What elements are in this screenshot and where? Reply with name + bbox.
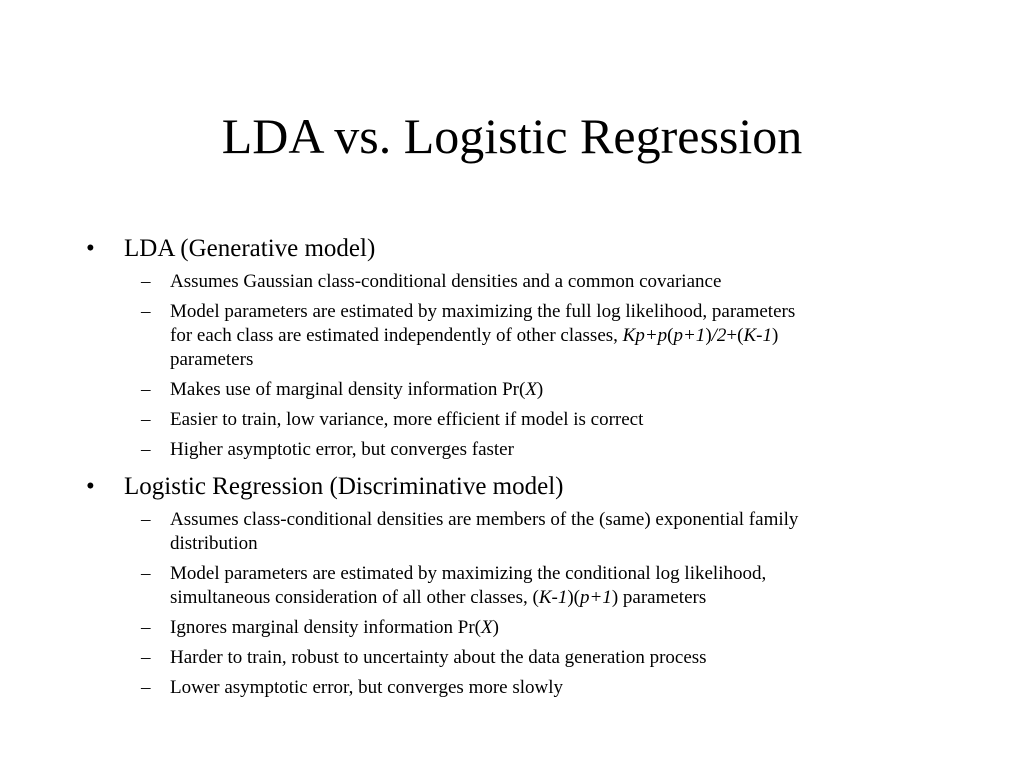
lda-subitem-2-line-1: Model parameters are estimated by maximi… xyxy=(170,301,796,322)
lda-param-div: /2 xyxy=(711,325,727,346)
lda-subitem-1: – Assumes Gaussian class-conditional den… xyxy=(0,270,940,294)
logistic-subitem-2-parameters: parameters xyxy=(618,587,707,608)
bullet-lda: • LDA (Generative model) – Assumes Gauss… xyxy=(0,232,1024,462)
bullet-marker: • xyxy=(86,473,95,500)
sub-marker: – xyxy=(141,677,151,698)
logistic-subitems: – Assumes class-conditional densities ar… xyxy=(0,508,1024,700)
lda-param-plus: + xyxy=(726,325,738,346)
lda-param-k1: K-1 xyxy=(743,325,772,346)
logistic-marginal-x: X xyxy=(480,617,493,638)
bullet-row-lda: • LDA (Generative model) xyxy=(0,232,1024,266)
sub-marker: – xyxy=(141,271,151,292)
logistic-subitem-4: – Harder to train, robust to uncertainty… xyxy=(0,646,940,670)
sub-marker: – xyxy=(141,617,151,638)
lda-param-p1: p+1 xyxy=(673,325,706,346)
logistic-subitem-3-line: Ignores marginal density information Pr(… xyxy=(170,616,940,640)
lda-subitems: – Assumes Gaussian class-conditional den… xyxy=(0,270,1024,462)
lda-param-open1: ( xyxy=(667,325,674,346)
lda-param-close1: ) xyxy=(705,325,712,346)
sub-marker: – xyxy=(141,509,151,530)
lda-subitem-2: – Model parameters are estimated by maxi… xyxy=(0,300,940,372)
bullet-label-lda: LDA (Generative model) xyxy=(124,235,376,262)
logistic-param-open1: ( xyxy=(532,587,539,608)
lda-param-open2: ( xyxy=(737,325,744,346)
bullet-row-logistic-regression: • Logistic Regression (Discriminative mo… xyxy=(0,470,1024,504)
lda-subitem-1-text: Assumes Gaussian class-conditional densi… xyxy=(170,271,722,292)
lda-subitem-5: – Higher asymptotic error, but converges… xyxy=(0,438,940,462)
lda-param-kp: Kp+p xyxy=(622,325,668,346)
logistic-subitem-4-text: Harder to train, robust to uncertainty a… xyxy=(170,647,707,668)
logistic-param-k1: K-1 xyxy=(538,587,568,608)
logistic-subitem-5: – Lower asymptotic error, but converges … xyxy=(0,676,940,700)
sub-marker: – xyxy=(141,409,151,430)
lda-subitem-4-text: Easier to train, low variance, more effi… xyxy=(170,409,644,430)
slide-content: • LDA (Generative model) – Assumes Gauss… xyxy=(0,224,1024,706)
logistic-subitem-2: – Model parameters are estimated by maxi… xyxy=(0,562,940,610)
logistic-subitem-2-line-2-text: simultaneous consideration of all other … xyxy=(170,587,533,608)
lda-param-close2: ) xyxy=(771,325,779,346)
logistic-subitem-2-line-2: simultaneous consideration of all other … xyxy=(170,586,940,610)
sub-marker: – xyxy=(141,379,151,400)
logistic-param-open2: ( xyxy=(573,587,580,608)
slide-title: LDA vs. Logistic Regression xyxy=(221,108,803,164)
logistic-subitem-2-line-1: Model parameters are estimated by maximi… xyxy=(170,563,767,584)
sub-marker: – xyxy=(141,563,151,584)
lda-subitem-3-text: Makes use of marginal density informatio… xyxy=(170,379,526,400)
lda-subitem-3: – Makes use of marginal density informat… xyxy=(0,378,940,402)
lda-subitem-5-text: Higher asymptotic error, but converges f… xyxy=(170,439,514,460)
logistic-subitem-3-text: Ignores marginal density information Pr( xyxy=(170,617,481,638)
logistic-param-close2: ) xyxy=(611,587,619,608)
logistic-param-close1: ) xyxy=(567,587,574,608)
bullet-marker: • xyxy=(86,235,95,262)
lda-subitem-2-line-2-text: for each class are estimated independent… xyxy=(170,325,623,346)
sub-marker: – xyxy=(141,301,151,322)
sub-marker: – xyxy=(141,439,151,460)
lda-subitem-2-line-3: parameters xyxy=(170,349,254,370)
logistic-subitem-1-line-1: Assumes class-conditional densities are … xyxy=(170,509,799,530)
logistic-subitem-3: – Ignores marginal density information P… xyxy=(0,616,940,640)
logistic-subitem-1-line-2: distribution xyxy=(170,533,258,554)
lda-marginal-close: ) xyxy=(536,379,544,400)
logistic-subitem-1: – Assumes class-conditional densities ar… xyxy=(0,508,940,556)
logistic-marginal-close: ) xyxy=(492,617,499,638)
logistic-param-p1: p+1 xyxy=(579,587,612,608)
bullet-label-logistic-regression: Logistic Regression (Discriminative mode… xyxy=(124,473,564,500)
lda-marginal-x: X xyxy=(525,379,537,400)
sub-marker: – xyxy=(141,647,151,668)
logistic-subitem-5-text: Lower asymptotic error, but converges mo… xyxy=(170,677,564,698)
lda-subitem-2-line-2: for each class are estimated independent… xyxy=(170,324,940,348)
lda-subitem-3-line: Makes use of marginal density informatio… xyxy=(170,378,940,402)
lda-subitem-4: – Easier to train, low variance, more ef… xyxy=(0,408,940,432)
bullet-logistic-regression: • Logistic Regression (Discriminative mo… xyxy=(0,470,1024,700)
